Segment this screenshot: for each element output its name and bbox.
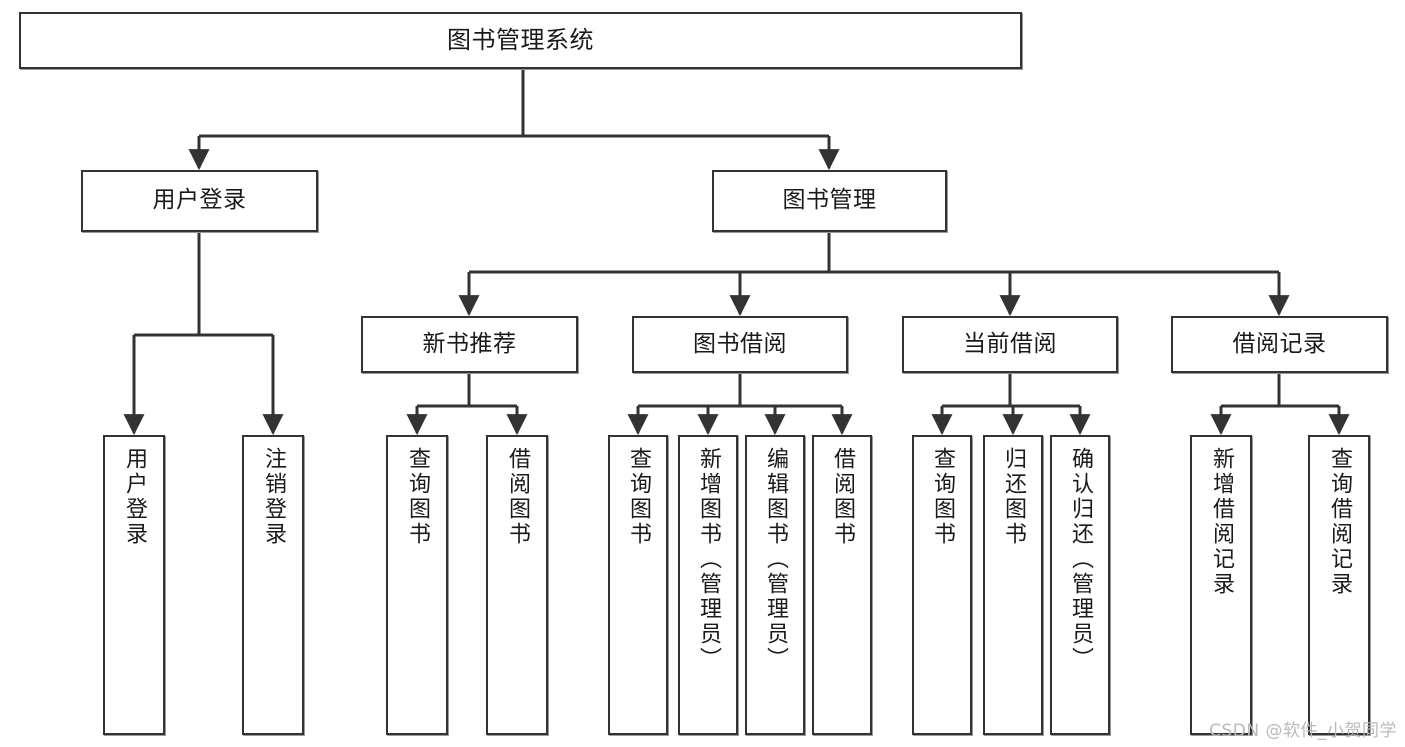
node-label: 借阅图书: [830, 447, 855, 547]
node-label: 当前借阅: [963, 330, 1057, 357]
node-label: 编辑图书（管理员）: [763, 447, 788, 672]
node-label: 注销登录: [261, 447, 286, 547]
node-leaf-2[interactable]: 查询图书: [386, 435, 448, 735]
node-label: 图书管理系统: [447, 26, 594, 55]
node-level3-3[interactable]: 借阅记录: [1171, 316, 1388, 373]
node-label: 查询图书: [930, 447, 955, 547]
node-label: 新增图书（管理员）: [696, 447, 721, 672]
node-leaf-8[interactable]: 查询图书: [912, 435, 972, 735]
node-level3-2[interactable]: 当前借阅: [902, 316, 1118, 373]
node-leaf-11[interactable]: 新增借阅记录: [1190, 435, 1252, 735]
node-level3-0[interactable]: 新书推荐: [361, 316, 578, 373]
node-leaf-7[interactable]: 借阅图书: [812, 435, 872, 735]
node-label: 新书推荐: [422, 330, 517, 357]
node-leaf-1[interactable]: 注销登录: [242, 435, 304, 735]
node-leaf-9[interactable]: 归还图书: [983, 435, 1043, 735]
watermark-label: CSDN @软件_小贺同学: [1209, 721, 1397, 741]
node-label: 新增借阅记录: [1209, 447, 1234, 597]
node-label: 图书借阅: [693, 330, 787, 357]
node-label: 用户登录: [122, 447, 147, 547]
node-level2-0[interactable]: 用户登录: [81, 170, 318, 232]
node-label: 借阅记录: [1232, 330, 1327, 357]
node-level2-1[interactable]: 图书管理: [712, 170, 947, 232]
node-leaf-0[interactable]: 用户登录: [103, 435, 165, 735]
node-label: 归还图书: [1001, 447, 1026, 547]
node-level3-1[interactable]: 图书借阅: [632, 316, 848, 373]
node-label: 借阅图书: [505, 447, 530, 547]
node-leaf-4[interactable]: 查询图书: [608, 435, 668, 735]
node-label: 图书管理: [782, 187, 877, 214]
node-leaf-3[interactable]: 借阅图书: [486, 435, 548, 735]
node-root[interactable]: 图书管理系统: [19, 12, 1022, 69]
node-leaf-6[interactable]: 编辑图书（管理员）: [745, 435, 805, 735]
node-label: 用户登录: [152, 187, 247, 214]
node-leaf-10[interactable]: 确认归还（管理员）: [1050, 435, 1110, 735]
node-leaf-5[interactable]: 新增图书（管理员）: [678, 435, 738, 735]
node-label: 确认归还（管理员）: [1068, 447, 1093, 672]
node-label: 查询借阅记录: [1327, 447, 1352, 597]
node-label: 查询图书: [626, 447, 651, 547]
node-label: 查询图书: [405, 447, 430, 547]
node-leaf-12[interactable]: 查询借阅记录: [1308, 435, 1370, 735]
